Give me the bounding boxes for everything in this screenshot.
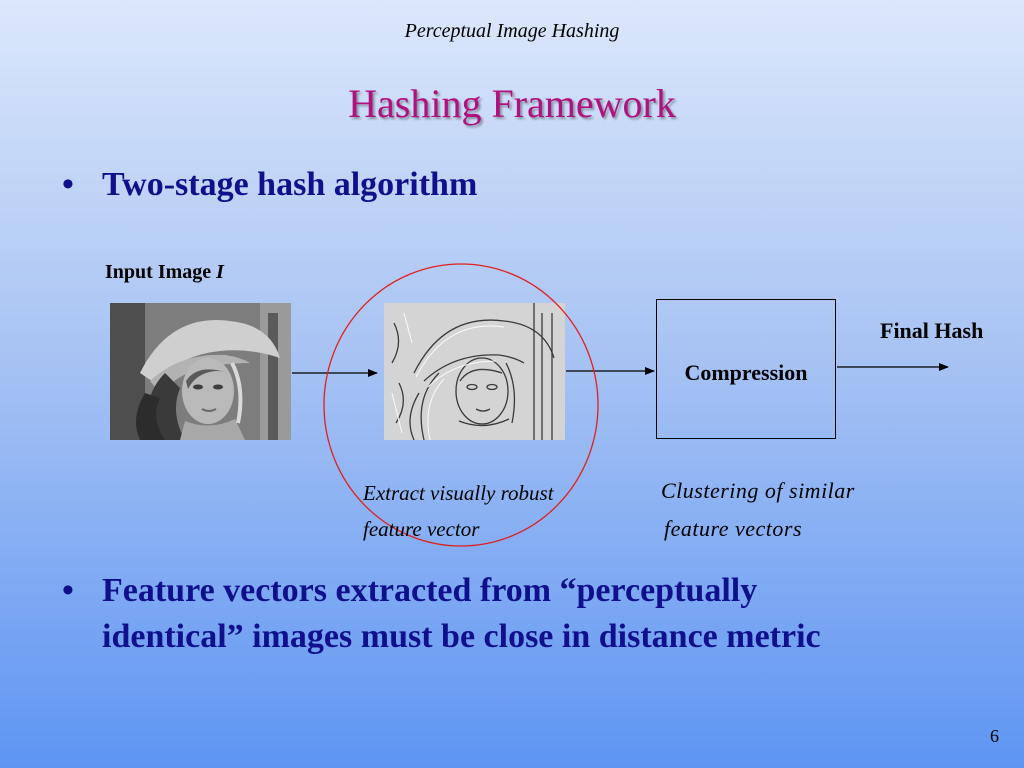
input-label-text: Input Image: [105, 261, 217, 283]
input-image: [110, 303, 291, 440]
bullet-text-line1: Feature vectors extracted from “perceptu…: [102, 572, 758, 609]
input-image-label: Input Image I: [105, 261, 224, 284]
feature-vector-image: [384, 303, 565, 440]
bullet-text: Feature vectors extracted from “perceptu…: [102, 568, 962, 660]
input-label-variable: I: [216, 261, 224, 283]
final-hash-label: Final Hash: [880, 318, 984, 343]
extract-caption: Extract visually robust feature vector: [363, 475, 554, 547]
bullet-text-line2: identical” images must be close in dista…: [102, 618, 821, 655]
extract-caption-line1: Extract visually robust: [363, 481, 554, 505]
highlight-circle: [323, 263, 599, 547]
feature-image-graphic: [384, 303, 565, 440]
extract-caption-line2: feature vector: [363, 517, 480, 541]
slide-header: Perceptual Image Hashing: [404, 20, 620, 42]
page-number: 6: [990, 726, 999, 746]
slide-title: Hashing Framework: [348, 81, 676, 126]
input-image-graphic: [110, 303, 291, 440]
cluster-caption-line1: Clustering of similar: [661, 478, 855, 503]
cluster-caption: Clustering of similar feature vectors: [661, 472, 855, 548]
bullet-symbol: •: [62, 572, 74, 609]
bullet-text: Two-stage hash algorithm: [102, 166, 478, 203]
bullet-symbol: •: [62, 166, 74, 203]
cluster-caption-line2: feature vectors: [664, 516, 803, 541]
compression-box: [656, 299, 836, 439]
compression-label: Compression: [684, 360, 808, 385]
